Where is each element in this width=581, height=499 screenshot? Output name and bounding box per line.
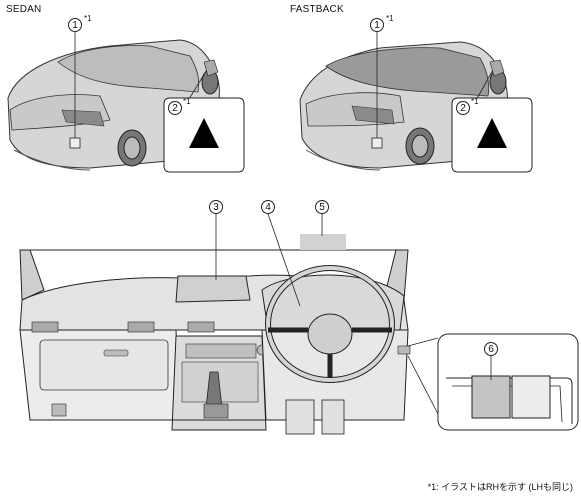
switch-zoom-inset [437,333,579,431]
windshield-area [300,234,346,250]
callout-6: 6 [484,342,498,356]
fastback-sensor-marker [371,137,383,149]
dashboard [19,234,411,435]
note-mark: *1 [386,14,394,23]
fastback-title: FASTBACK [290,4,344,15]
fastback-warning-box [451,97,533,173]
callout-2-fastback: 2 [456,101,470,115]
warning-triangle-icon [477,118,507,148]
sedan-sensor-marker [69,137,81,149]
warning-triangle-icon [189,118,219,148]
callout-3: 3 [209,200,223,214]
callout-1-sedan: 1 [68,18,82,32]
note-mark: *1 [471,97,479,106]
note-mark: *1 [183,97,191,106]
sedan-warning-box [163,97,245,173]
callout-1-fastback: 1 [370,18,384,32]
callout-2-sedan: 2 [168,101,182,115]
note-mark: *1 [84,14,92,23]
callout-5: 5 [315,200,329,214]
switch-6 [471,375,511,419]
hud-panel [175,275,251,303]
footnote: *1: イラストはRHを示す (LHも同じ) [427,482,573,492]
sedan-title: SEDAN [6,4,42,15]
callout-4: 4 [261,200,275,214]
